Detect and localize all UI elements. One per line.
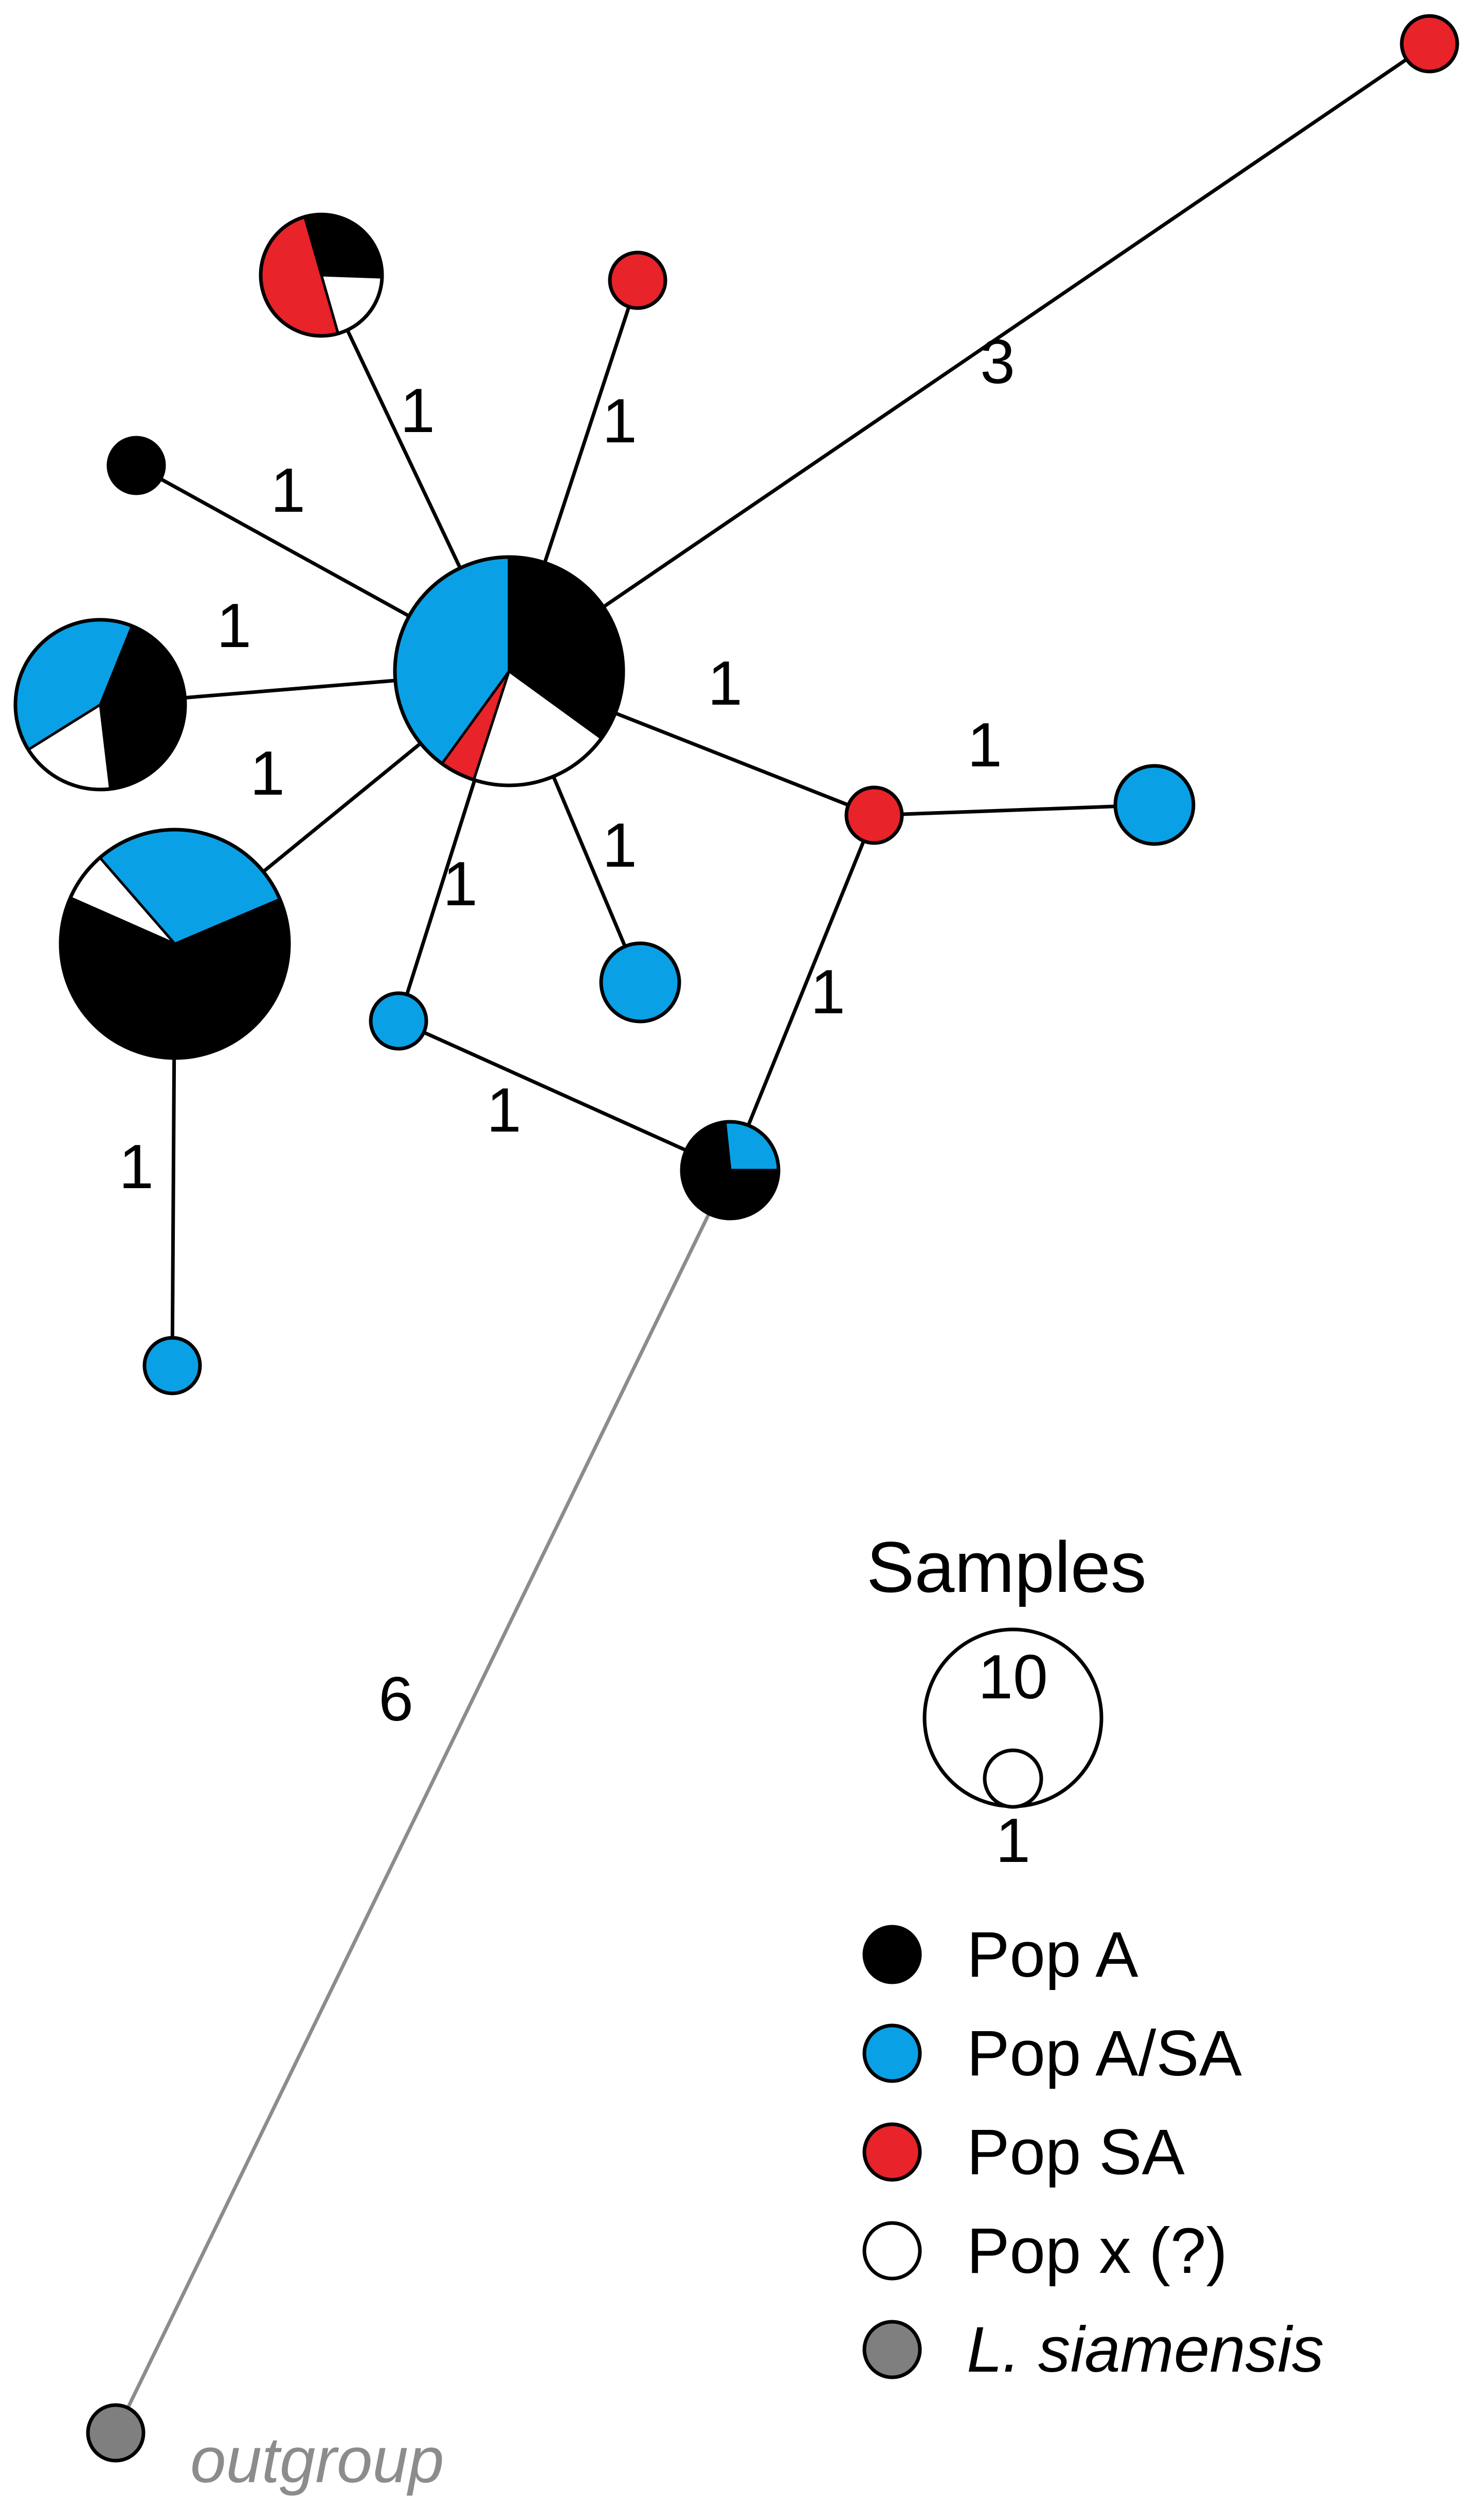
legend-item-pop_x: Pop x (?)	[862, 2215, 1227, 2287]
pie-slice-pop_a_sa	[144, 1338, 200, 1393]
scale-label-large: 10	[978, 1642, 1048, 1712]
edge-H_center-H_red_far	[508, 42, 1431, 673]
edge-label: 1	[486, 1075, 521, 1145]
haplotype-node-H_blue_mid	[599, 941, 681, 1024]
legend-swatch	[862, 1925, 922, 1984]
haplotype-node-H_red_top	[608, 250, 667, 310]
legend-swatch	[862, 2023, 922, 2083]
edge-label: 1	[250, 738, 285, 808]
haplotype-node-H_blue_small	[369, 991, 428, 1051]
pie-slice-l_siamensis	[88, 2405, 143, 2461]
legend-item-pop_sa: Pop SA	[862, 2117, 1185, 2188]
haplotype-node-H_blue_low_left	[142, 1336, 202, 1395]
haplotype-node-H_bottom_junction	[680, 1120, 781, 1221]
node-outline	[59, 828, 291, 1060]
legend-swatch	[862, 2320, 922, 2379]
haplotype-node-H_outgroup	[86, 2403, 146, 2463]
edge-H_red_junction-H_blue_right	[874, 803, 1155, 817]
outgroup-label: outgroup	[190, 2425, 444, 2496]
node-outline	[1113, 764, 1196, 846]
legend-label: Pop A/SA	[967, 2018, 1242, 2089]
pie-slice-pop_sa	[846, 787, 902, 843]
edge-H_red_junction-H_bottom_junction	[728, 814, 876, 1171]
haplotype-node-H_red_far	[1400, 14, 1459, 74]
node-outline	[680, 1120, 781, 1221]
node-outline	[608, 250, 667, 310]
haplotype-node-H_red_junction	[844, 785, 904, 845]
legend-item-l_siamensis: L. siamensis	[862, 2314, 1324, 2386]
sample-size-scale: 10 1	[922, 1627, 1103, 1875]
node-outline	[1400, 14, 1459, 74]
haplotype-node-H_blue_right	[1113, 764, 1196, 846]
node-outline	[393, 555, 625, 787]
legend-label: L. siamensis	[967, 2314, 1324, 2386]
edge-label: 1	[119, 1132, 154, 1202]
legend-label: Pop A	[967, 1919, 1138, 1991]
node-outline	[369, 991, 428, 1051]
legend-swatch	[862, 2221, 922, 2281]
scale-label-small: 1	[996, 1805, 1030, 1875]
legend-item-pop_a_sa: Pop A/SA	[862, 2018, 1242, 2089]
nodes-layer	[13, 14, 1459, 2463]
node-outline	[599, 941, 681, 1024]
haplotype-node-H_black_small	[106, 436, 166, 495]
legend-items: Pop A Pop A/SA Pop SA Pop x (?) L. siamensis	[862, 1919, 1324, 2386]
haplotype-node-H_topleft	[259, 212, 384, 338]
legend-title: Samples	[866, 1527, 1147, 1607]
pie-slice-pop_a_sa	[601, 943, 679, 1021]
edge-label: 1	[602, 386, 637, 456]
haplotype-node-H_center	[393, 555, 625, 787]
edge-label: 1	[443, 849, 478, 919]
node-outline	[106, 436, 166, 495]
legend: Samples 10 1 Pop A Pop A/SA Pop SA Pop x (?…	[862, 1527, 1324, 2386]
edge-label: 1	[967, 710, 1002, 780]
legend-item-pop_a: Pop A	[862, 1919, 1138, 1991]
edge-label: 1	[708, 648, 743, 718]
haplotype-node-H_left_mid	[13, 618, 187, 792]
pie-slice-pop_sa	[1402, 16, 1457, 71]
pie-slice-pop_sa	[610, 253, 665, 308]
legend-label: Pop x (?)	[967, 2215, 1227, 2287]
edge-label: 1	[270, 455, 305, 525]
edge-label: 1	[400, 375, 435, 445]
pie-slice-pop_a	[108, 438, 164, 493]
edge-H_blue_small-H_bottom_junction	[397, 1019, 731, 1172]
node-outline	[13, 618, 187, 792]
edge-label: 1	[602, 810, 637, 880]
node-outline	[142, 1336, 202, 1395]
legend-label: Pop SA	[967, 2117, 1185, 2188]
edge-label: 1	[810, 957, 845, 1027]
edge-label: 3	[980, 327, 1015, 397]
pie-slice-pop_a_sa	[1115, 766, 1193, 844]
node-outline	[259, 212, 384, 338]
edge-label: 6	[378, 1664, 413, 1734]
legend-swatch	[862, 2122, 922, 2182]
node-outline	[86, 2403, 146, 2463]
scale-circle-small	[983, 1748, 1043, 1809]
pie-slice-pop_a_sa	[371, 993, 426, 1049]
edge-label: 1	[216, 590, 251, 660]
haplotype-node-H_big_left	[59, 828, 291, 1060]
node-outline	[844, 785, 904, 845]
edge-H_bottom_junction-H_outgroup	[114, 1169, 732, 2434]
